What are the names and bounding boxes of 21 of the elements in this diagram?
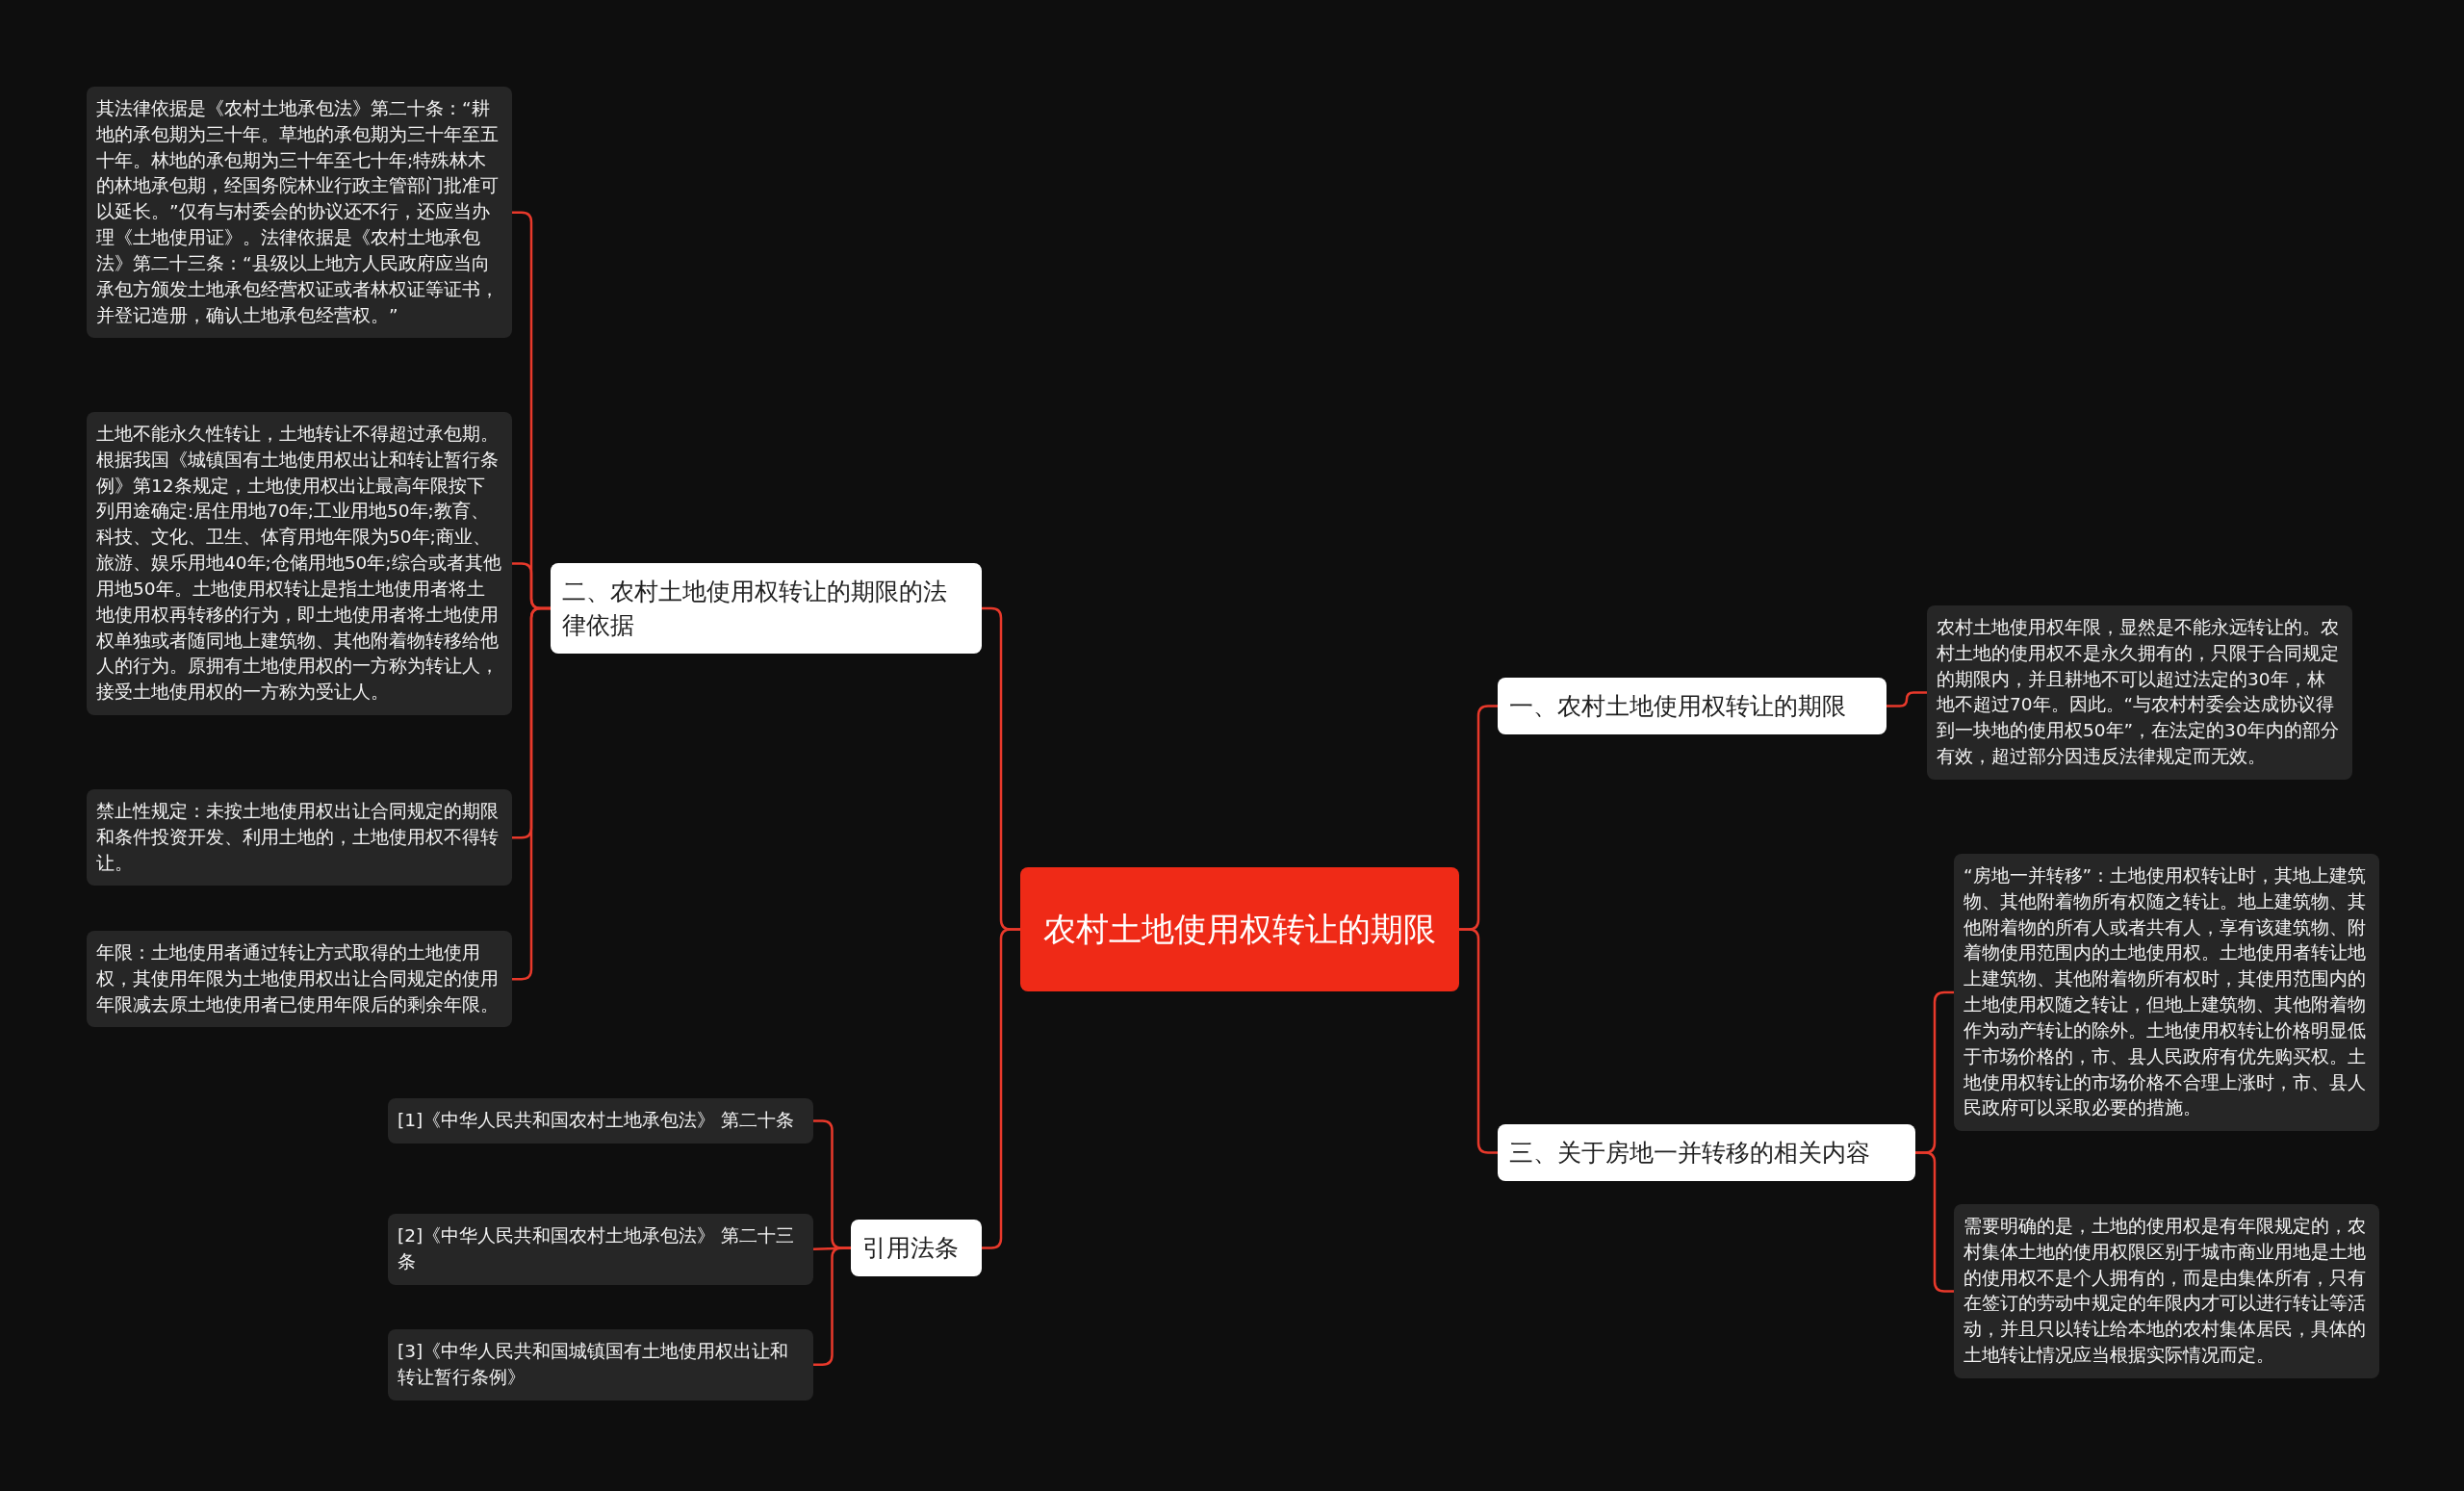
note-card: 其法律依据是《农村土地承包法》第二十条：“耕地的承包期为三十年。草地的承包期为三十年至五十年。林地的承包期为三十年至七十年;特殊林木的林地承包期，经国务院林业行政主管部门批准可以延长。”仅有与村委会的协议还不行，还应当办理《土地使用证》。法律依据是《农村土地承包法》第二十三条：“县级以上地方人民政府应当向承包方颁发土地承包经营权证或者林权证等证书，并登记造册，确认土地承包经营权。” [87,87,512,339]
connector-line [982,928,1020,1249]
note-card: 需要明确的是，土地的使用权是有年限规定的，农村集体土地的使用权限区别于城市商业用地是土地的使用权不是个人拥有的，而是由集体所有，只有在签订的劳动中规定的年限内才可以进行转让等活动，并且只以转让给本地的农村集体居民，具体的土地转让情况应当根据实际情况而定。 [1954,1204,2379,1378]
connector-line [1886,691,1927,707]
connector-line [1915,1151,1954,1293]
note-card: 土地不能永久性转让，土地转让不得超过承包期。根据我国《城镇国有土地使用权出让和转让暂行条例》第12条规定，土地使用权出让最高年限按下列用途确定:居住用地70年;工业用地50年;教育、科技、文化、卫生、体育用地年限为50年;商业、旅游、娱乐用地40年;仓储用地50年;综合或者其他用地50年。土地使用权转让是指土地使用者将土地使用权再转移的行为，即土地使用者将土地使用权单独或者随同地上建筑物、其他附着物转移给他人的行为。原拥有土地使用权的一方称为转让人，接受土地使用权的一方称为受让人。 [87,412,512,715]
topic-box: 一、农村土地使用权转让的期限 [1498,678,1886,734]
topic-box: 三、关于房地一并转移的相关内容 [1498,1124,1915,1181]
note-card: [2]《中华人民共和国农村土地承包法》 第二十三条 [388,1214,813,1285]
note-card: [3]《中华人民共和国城镇国有土地使用权出让和转让暂行条例》 [388,1329,813,1401]
central-topic: 农村土地使用权转让的期限 [1020,867,1459,991]
topic-box: 二、农村土地使用权转让的期限的法律依据 [551,563,982,654]
note-card: 禁止性规定：未按土地使用权出让合同规定的期限和条件投资开发、利用土地的，土地使用权不得转让。 [87,789,512,887]
note-card: “房地一并转移”：土地使用权转让时，其地上建筑物、其他附着物所有权随之转让。地上建筑物、其他附着物的所有人或者共有人，享有该建筑物、附着物使用范围内的土地使用权。土地使用者转让地上建筑物、其他附着物所有权时，其使用范围内的土地使用权随之转让，但地上建筑物、其他附着物作为动产转让的除外。土地使用权转让价格明显低于市场价格的，市、县人民政府有优先购买权。土地使用权转让的市场价格不合理上涨时，市、县人民政府可以采取必要的措施。 [1954,854,2379,1132]
note-card: 农村土地使用权年限，显然是不能永远转让的。农村土地的使用权不是永久拥有的，只限于合同规定的期限内，并且耕地不可以超过法定的30年，林地不超过70年。因此。“与农村村委会达成协议得到一块地的使用权50年”，在法定的30年内的部分有效，超过部分因违反法律规定而无效。 [1927,605,2352,780]
connector-line [512,606,551,981]
connector-line [813,1247,851,1367]
note-card: 年限：土地使用者通过转让方式取得的土地使用权，其使用年限为土地使用权出让合同规定的使用年限减去原土地使用者已使用年限后的剩余年限。 [87,931,512,1028]
note-card: [1]《中华人民共和国农村土地承包法》 第二十条 [388,1098,813,1144]
topic-box: 引用法条 [851,1220,982,1276]
connector-line [1459,928,1498,1154]
